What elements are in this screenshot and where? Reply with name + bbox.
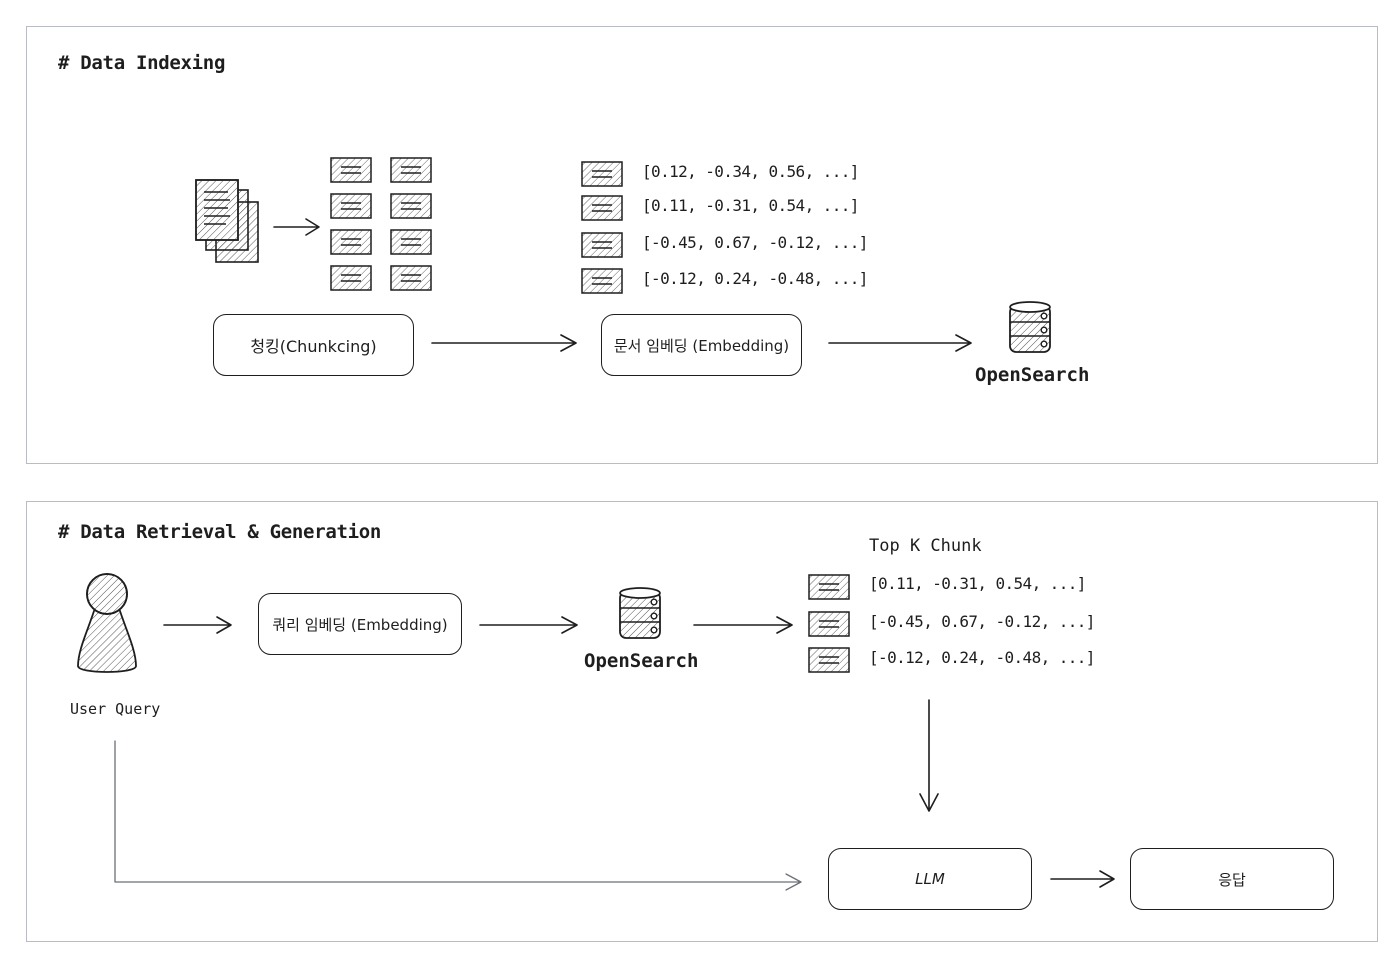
query-embedding-node: 쿼리 임베딩 (Embedding) xyxy=(258,593,462,655)
chunk-chip xyxy=(390,229,432,255)
connector-user-to-llm xyxy=(114,740,802,891)
arrow-llm-to-response xyxy=(1050,870,1115,888)
arrow-query-embedding-to-opensearch xyxy=(479,616,578,634)
chunk-chip xyxy=(330,157,372,183)
chunk-chip xyxy=(390,193,432,219)
indexing-vector-1: [0.12, -0.34, 0.56, ...] xyxy=(642,162,859,181)
arrow-embedding-to-opensearch xyxy=(828,334,972,352)
llm-node: LLM xyxy=(828,848,1032,910)
document-embedding-node: 문서 임베딩 (Embedding) xyxy=(601,314,802,376)
arrow-topk-to-llm xyxy=(919,699,939,812)
chunk-chip xyxy=(330,265,372,291)
arrow-user-to-query-embedding xyxy=(163,616,232,634)
retrieval-vector-1: [0.11, -0.31, 0.54, ...] xyxy=(869,574,1086,593)
retrieval-vector-2: [-0.45, 0.67, -0.12, ...] xyxy=(869,612,1095,631)
vector-chunk-chip xyxy=(808,611,850,637)
chunking-node: 청킹(Chunkcing) xyxy=(213,314,414,376)
arrow-opensearch-to-topk xyxy=(693,616,793,634)
opensearch-database-icon xyxy=(619,587,661,639)
chunk-chip xyxy=(390,157,432,183)
top-k-chunk-label: Top K Chunk xyxy=(869,536,982,556)
response-node: 응답 xyxy=(1130,848,1334,910)
indexing-vector-3: [-0.45, 0.67, -0.12, ...] xyxy=(642,233,868,252)
retrieval-vector-3: [-0.12, 0.24, -0.48, ...] xyxy=(869,648,1095,667)
chunk-chip xyxy=(330,193,372,219)
arrow-docs-to-chunks xyxy=(273,218,320,236)
opensearch-label-indexing: OpenSearch xyxy=(975,364,1090,386)
vector-chunk-chip xyxy=(808,647,850,673)
indexing-title: # Data Indexing xyxy=(58,52,226,74)
vector-chunk-chip xyxy=(581,195,623,221)
vector-chunk-chip xyxy=(581,232,623,258)
vector-chunk-chip xyxy=(808,574,850,600)
documents-icon xyxy=(195,179,259,263)
user-icon xyxy=(77,573,137,673)
retrieval-title: # Data Retrieval & Generation xyxy=(58,521,382,543)
chunk-chip xyxy=(330,229,372,255)
arrow-chunking-to-embedding xyxy=(431,334,577,352)
vector-chunk-chip xyxy=(581,268,623,294)
chunk-chip xyxy=(390,265,432,291)
vector-chunk-chip xyxy=(581,161,623,187)
opensearch-label-retrieval: OpenSearch xyxy=(584,650,699,672)
opensearch-database-icon xyxy=(1009,301,1051,353)
indexing-vector-2: [0.11, -0.31, 0.54, ...] xyxy=(642,196,859,215)
user-query-label: User Query xyxy=(70,700,161,718)
indexing-vector-4: [-0.12, 0.24, -0.48, ...] xyxy=(642,269,868,288)
